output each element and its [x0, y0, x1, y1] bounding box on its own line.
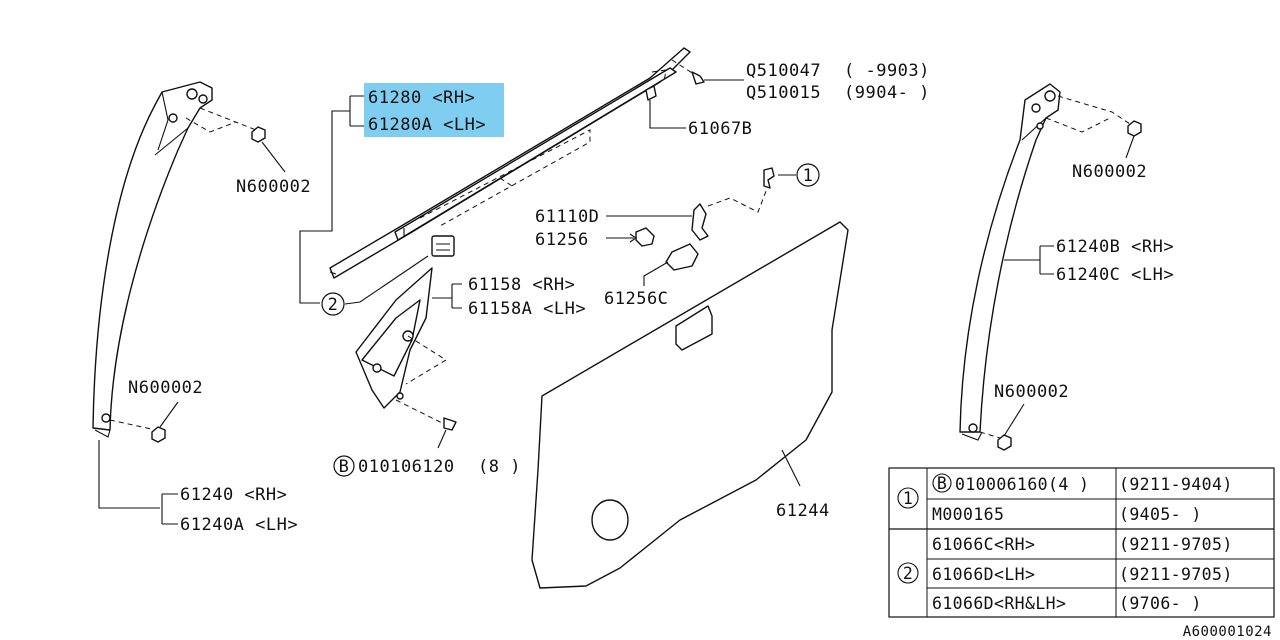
- diagram-id: A600001024: [1183, 624, 1272, 640]
- label-61280a-lh[interactable]: 61280A <LH>: [368, 115, 486, 135]
- label-61240b-rh[interactable]: 61240B <RH>: [1056, 237, 1174, 257]
- table-row-4-part[interactable]: 61066D<LH>: [932, 565, 1035, 584]
- right-channel-61240b[interactable]: [959, 83, 1061, 441]
- table-row-2-part[interactable]: M000165: [932, 505, 1004, 524]
- nut-right-top[interactable]: [1045, 95, 1142, 159]
- table-row-4-date: (9211-9705): [1119, 565, 1233, 584]
- nut-right-bottom[interactable]: [979, 403, 1025, 451]
- table-b-marker-icon: [932, 473, 952, 493]
- label-n600002-left-bottom[interactable]: N600002: [128, 378, 203, 398]
- callout-1-text: 1: [803, 166, 814, 186]
- label-61240c-lh[interactable]: 61240C <LH>: [1056, 265, 1174, 285]
- label-n600002-right-bottom[interactable]: N600002: [994, 382, 1069, 402]
- label-010106120[interactable]: 010106120: [358, 457, 455, 477]
- leader-61280: [299, 95, 364, 304]
- label-61158-rh[interactable]: 61158 <RH>: [468, 275, 575, 295]
- label-61067b[interactable]: 61067B: [688, 119, 752, 139]
- b-marker-text: B: [339, 457, 350, 477]
- bolt-b-010106120[interactable]: B: [333, 417, 457, 477]
- leader-left-channel: [98, 440, 178, 525]
- label-n600002-left-top[interactable]: N600002: [236, 177, 311, 197]
- table-row-3-part[interactable]: 61066C<RH>: [932, 535, 1035, 554]
- label-61244[interactable]: 61244: [776, 501, 830, 521]
- screw-q510047[interactable]: [671, 59, 744, 85]
- table-row-3-date: (9211-9705): [1119, 535, 1233, 554]
- table-group-2-marker: [897, 562, 919, 584]
- table-group-1-marker: [897, 487, 919, 509]
- trim-panel-61244[interactable]: [531, 221, 849, 589]
- table-group-2-text: 2: [903, 564, 913, 583]
- parts-table: 1 2 B 010006160(4 ) (9211-9404) M000165 …: [888, 467, 1275, 618]
- b-marker-icon: [333, 455, 355, 477]
- table-row-2-date: (9405- ): [1119, 505, 1202, 524]
- label-q510047-date: ( -9903): [844, 61, 930, 81]
- table-group-1-text: 1: [903, 489, 913, 508]
- clip-61256[interactable]: [606, 227, 655, 247]
- label-61240-rh[interactable]: 61240 <RH>: [180, 485, 287, 505]
- label-61110d[interactable]: 61110D: [535, 207, 599, 227]
- label-61240a-lh[interactable]: 61240A <LH>: [180, 515, 298, 535]
- table-row-5-date: (9706- ): [1119, 594, 1202, 613]
- label-q510015[interactable]: Q510015: [746, 83, 821, 103]
- clip-61067b[interactable]: [645, 69, 686, 129]
- label-q510047[interactable]: Q510047: [746, 61, 821, 81]
- table-row-5-part[interactable]: 61066D<RH&LH>: [932, 594, 1066, 613]
- nut-left-bottom[interactable]: [109, 401, 179, 443]
- label-61256[interactable]: 61256: [535, 230, 589, 250]
- clip-61256c[interactable]: [643, 243, 699, 286]
- highlight-61280: [364, 83, 504, 137]
- nut-left-top[interactable]: [185, 107, 286, 173]
- table-row-1-date: (9211-9404): [1119, 475, 1233, 494]
- leader-right-channel: [1004, 245, 1054, 275]
- bracket-61110d[interactable]: 1: [606, 163, 820, 241]
- window-run-61280[interactable]: [329, 47, 691, 279]
- sash-61158[interactable]: [355, 267, 449, 427]
- label-61280-rh[interactable]: 61280 <RH>: [368, 88, 475, 108]
- table-b-marker-text: B: [937, 474, 947, 493]
- callout-2[interactable]: 2: [321, 235, 455, 316]
- callout-2-text: 2: [328, 295, 339, 315]
- label-q510015-date: (9904- ): [844, 83, 930, 103]
- label-61158a-lh[interactable]: 61158A <LH>: [468, 299, 586, 319]
- leader-61158: [432, 283, 462, 309]
- callout-1[interactable]: [796, 163, 820, 187]
- table-row-1-part[interactable]: 010006160(4 ): [955, 475, 1089, 494]
- label-61256c[interactable]: 61256C: [604, 289, 668, 309]
- label-010106120-qty: (8 ): [478, 457, 521, 477]
- left-channel-61240[interactable]: [92, 81, 213, 438]
- label-n600002-right-top[interactable]: N600002: [1072, 162, 1147, 182]
